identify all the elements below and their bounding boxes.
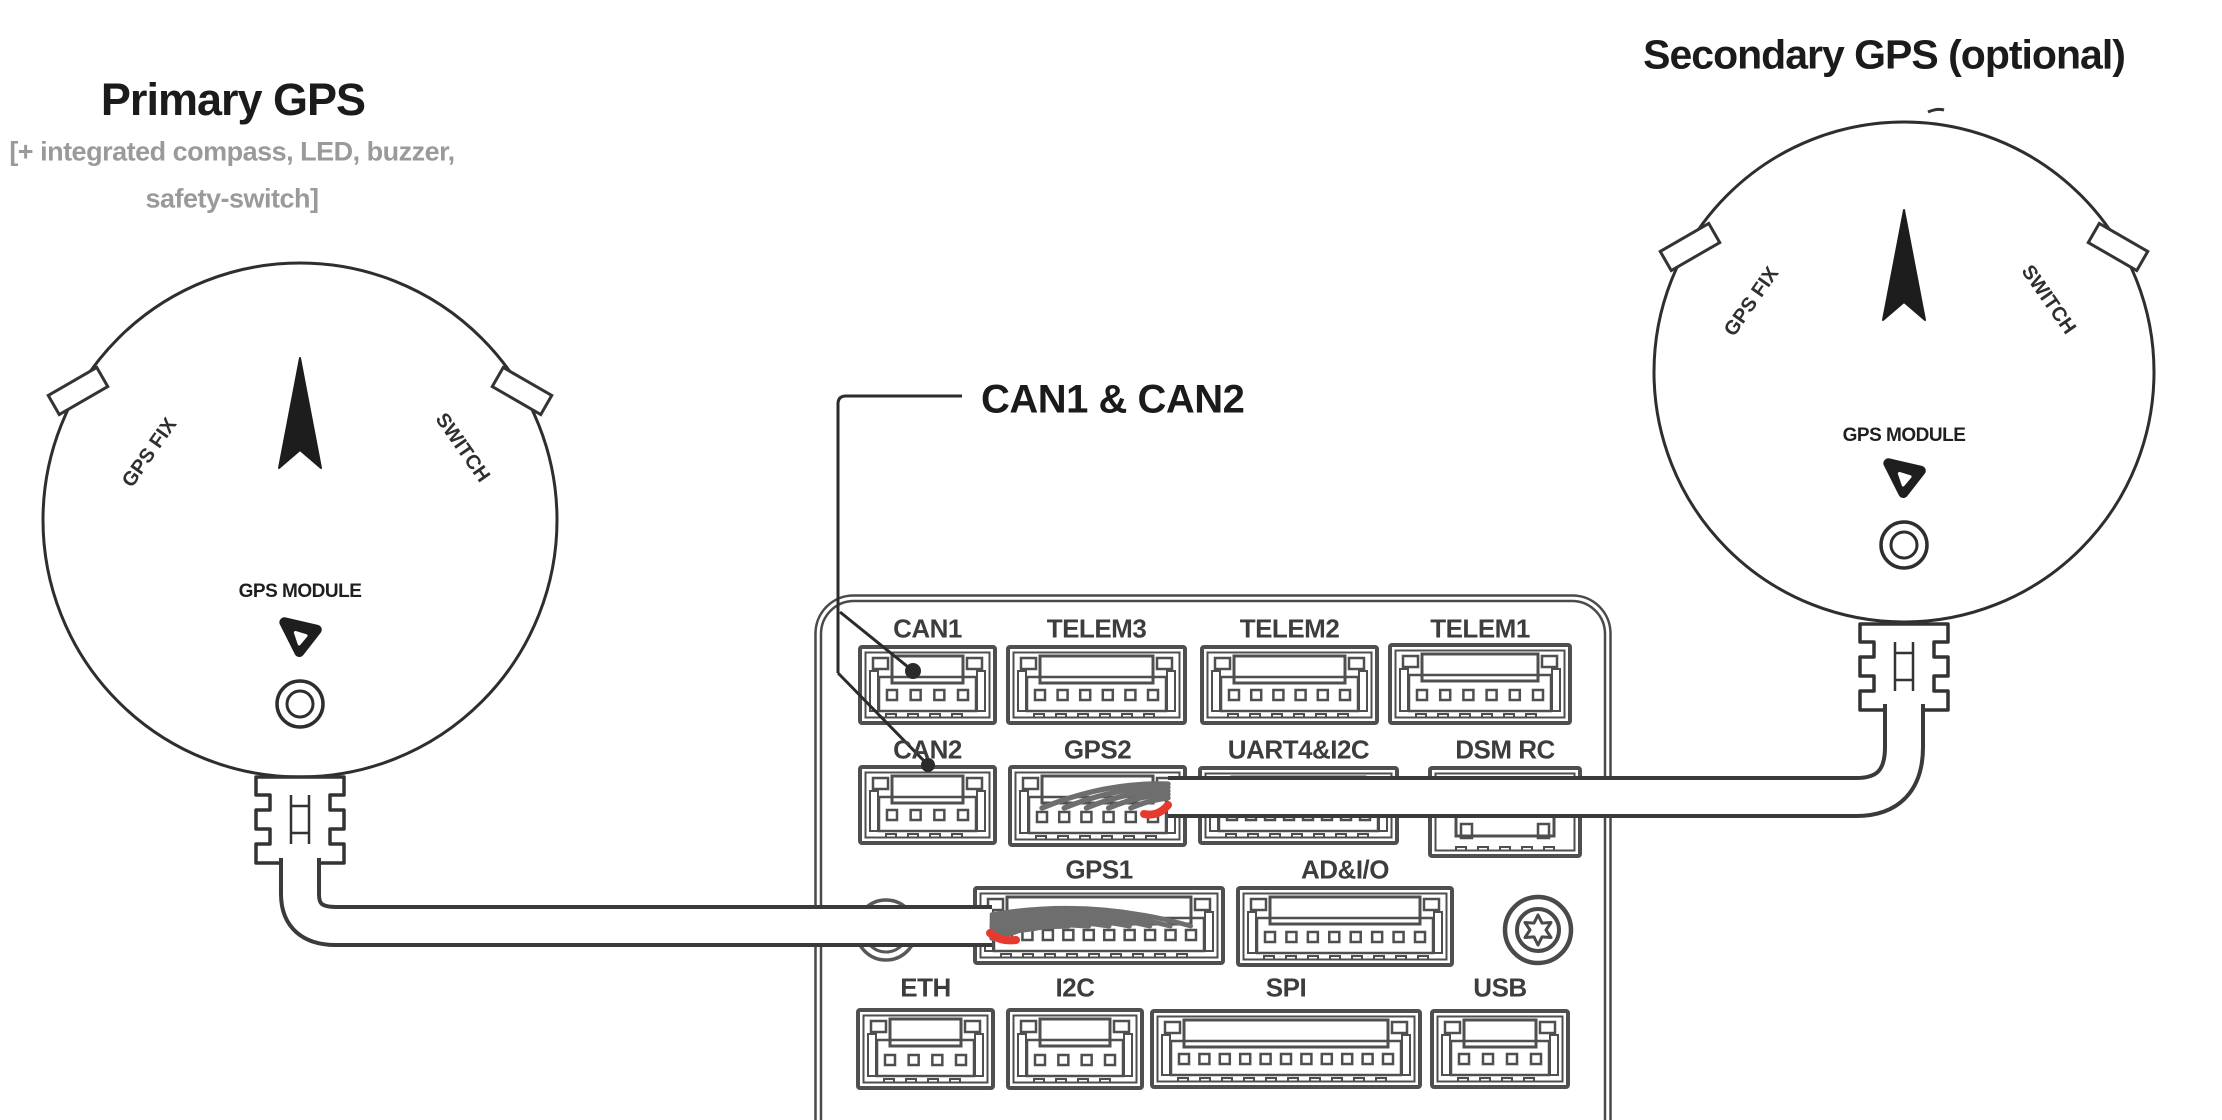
primary-gps-module-drawing <box>41 107 2156 865</box>
gps1-red-wire <box>986 929 1020 945</box>
board-inner-edge <box>819 599 1607 1120</box>
port-label-USB: USB <box>1473 972 1527 1003</box>
port-label-CAN1: CAN1 <box>893 613 962 644</box>
port-label-I2C: I2C <box>1055 972 1095 1003</box>
port-label-GPS1: GPS1 <box>1065 854 1133 885</box>
secondary-gps-fix-tab <box>1658 221 1722 273</box>
callout-leader-lines <box>836 394 962 772</box>
secondary-logo-icon <box>1883 458 1926 499</box>
primary-led-ring <box>275 679 325 729</box>
port-label-TELEM2: TELEM2 <box>1239 613 1340 644</box>
secondary-gps-title: Secondary GPS (optional) <box>1643 31 2126 78</box>
flight-controller-board <box>814 594 1612 1120</box>
port-connector-ETH <box>856 1008 995 1090</box>
gps2-red-wire <box>1140 801 1172 819</box>
primary-gps-title: Primary GPS <box>100 74 366 125</box>
port-label-GPS2: GPS2 <box>1063 734 1132 765</box>
primary-gps-fix-tab <box>46 365 110 417</box>
torx-screw-icon <box>1502 894 1574 966</box>
gps1-wire-fan <box>986 905 1193 945</box>
port-connector-I2C <box>1006 1008 1144 1090</box>
can-callout-label: CAN1 & CAN2 <box>981 377 1245 422</box>
port-connector-AD&I/O <box>1236 886 1454 967</box>
primary-gps-subtitle-line1: [+ integrated compass, LED, buzzer, <box>9 136 455 167</box>
secondary-compass-arrow-icon <box>1882 209 1926 321</box>
primary-logo-icon <box>279 617 322 658</box>
port-connector-TELEM2 <box>1200 645 1379 725</box>
secondary-top-mark <box>1927 107 1945 114</box>
secondary-strain-relief-detail <box>1893 642 1915 691</box>
port-label-DSM RC: DSM RC <box>1455 734 1555 765</box>
port-connector-USB <box>1430 1009 1570 1089</box>
primary-gps-module-label: GPS MODULE <box>238 581 362 602</box>
secondary-switch-tab <box>2086 221 2150 273</box>
primary-switch-tab <box>490 365 554 417</box>
primary-led-center <box>285 689 315 719</box>
primary-strain-relief-detail <box>289 795 311 844</box>
port-connector-TELEM3 <box>1006 645 1187 725</box>
wire-layer <box>986 781 1193 945</box>
port-label-CAN2: CAN2 <box>893 734 962 765</box>
primary-strain-relief <box>254 775 346 865</box>
secondary-led-center <box>1889 530 1919 560</box>
port-label-ETH: ETH <box>900 972 951 1003</box>
port-connector-SPI <box>1150 1009 1422 1089</box>
primary-gps-body <box>41 261 559 779</box>
secondary-strain-relief <box>1858 622 1950 712</box>
secondary-led-ring <box>1879 520 1929 570</box>
can2-dot <box>921 758 935 772</box>
secondary-gps-cable <box>1168 704 1921 814</box>
port-label-TELEM3: TELEM3 <box>1046 613 1147 644</box>
primary-gps-cable <box>283 858 992 943</box>
port-label-SPI: SPI <box>1265 972 1307 1003</box>
port-label-TELEM1: TELEM1 <box>1430 613 1530 644</box>
port-connector-CAN2 <box>858 765 997 845</box>
port-label-UART4&I2C: UART4&I2C <box>1227 734 1370 765</box>
primary-gps-subtitle-line2: safety-switch] <box>145 183 319 214</box>
secondary-gps-body <box>1652 120 2156 624</box>
primary-compass-arrow-icon <box>278 357 322 469</box>
port-connector-CAN1 <box>858 645 997 725</box>
gps2-wire-fan <box>1039 781 1172 819</box>
secondary-gps-module-label: GPS MODULE <box>1842 425 1966 446</box>
cable-layer <box>279 704 1925 947</box>
port-label-AD&I/O: AD&I/O <box>1301 854 1390 885</box>
can1-dot <box>905 663 921 679</box>
port-connector-TELEM1 <box>1388 643 1572 725</box>
